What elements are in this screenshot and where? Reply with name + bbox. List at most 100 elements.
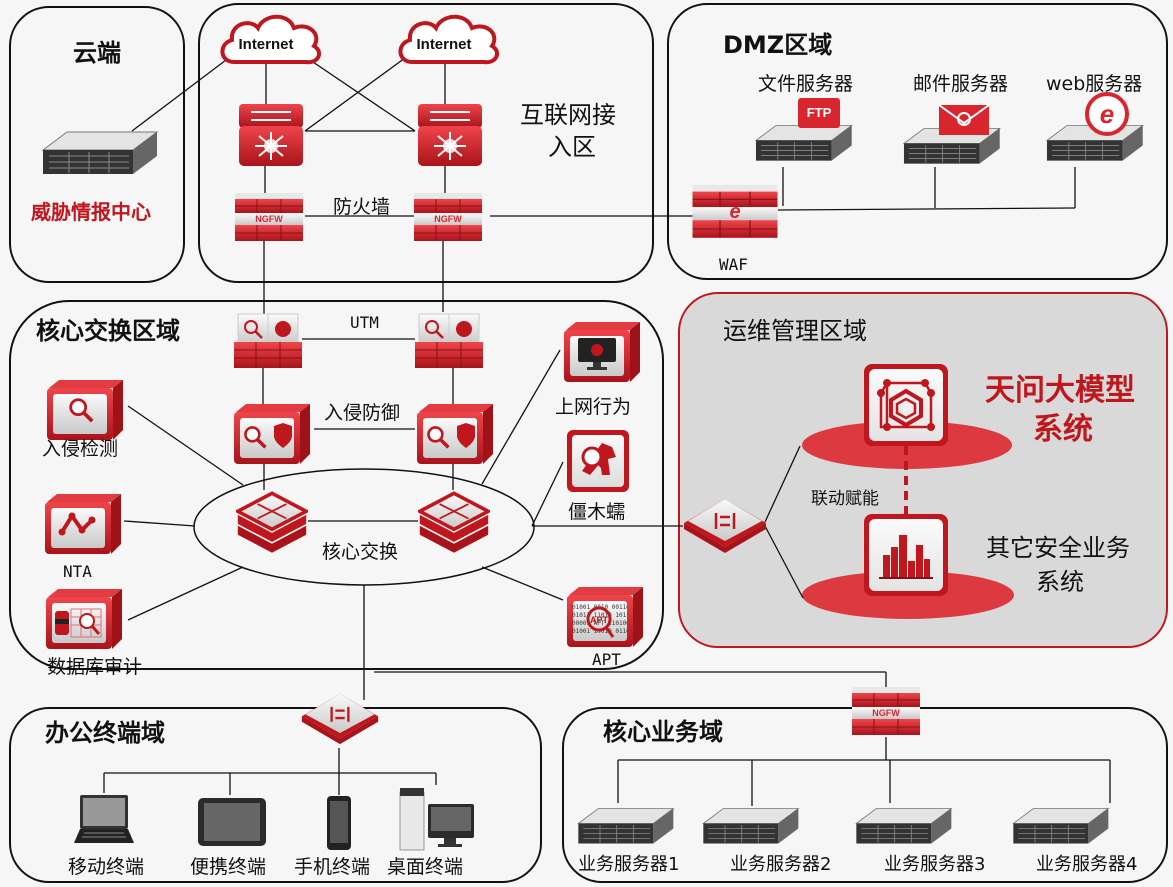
monitor-icon xyxy=(578,338,616,370)
db-audit-label: 数据库审计 xyxy=(47,656,143,678)
svg-text:e: e xyxy=(1100,99,1114,129)
other-security-icon xyxy=(864,514,948,596)
apt-label: APT xyxy=(592,650,621,669)
core-switch-icon-right xyxy=(418,490,490,556)
svg-text:01001 10010 0110: 01001 10010 0110 xyxy=(572,628,627,635)
terminal-label: 手机终端 xyxy=(294,856,371,878)
other-security-label-line2: 系统 xyxy=(1036,568,1084,596)
network-graph-icon xyxy=(58,512,96,536)
tianwen-llm-icon xyxy=(864,364,948,446)
zone-office-title: 办公终端域 xyxy=(45,719,165,747)
zone-core-business-title: 核心业务域 xyxy=(603,718,723,746)
shield-icon xyxy=(457,423,475,448)
trojan-horse-icon xyxy=(572,435,624,487)
ips-device-left xyxy=(232,402,312,466)
ips-device-right xyxy=(415,402,495,466)
nta-label: NTA xyxy=(63,562,92,581)
ops-switch-icon xyxy=(682,497,768,555)
ngfw-left: NGFW xyxy=(233,193,305,243)
threat-intel-center-label: 威胁情报中心 xyxy=(31,200,151,224)
ids-label: 入侵检测 xyxy=(42,438,119,460)
magnifier-icon xyxy=(242,424,268,450)
office-switch-icon xyxy=(300,690,380,748)
web-behavior-device xyxy=(560,320,644,384)
mail-envelope-icon xyxy=(938,104,990,135)
db-audit-device xyxy=(43,587,125,651)
business-server-icon xyxy=(853,805,953,847)
internet-label: Internet xyxy=(238,36,294,53)
ips-label: 入侵防御 xyxy=(324,402,401,424)
dmz-server-label: 文件服务器 xyxy=(758,73,854,95)
file-server-icon xyxy=(742,122,864,164)
nta-device xyxy=(42,492,124,556)
ngfw-text: NGFW xyxy=(872,708,900,718)
linkage-label: 联动赋能 xyxy=(811,489,879,509)
tablet-icon xyxy=(198,798,266,846)
svg-text:00001 APT 110100: 00001 APT 110100 xyxy=(572,620,627,627)
trojan-worm-label: 僵木蠕 xyxy=(568,501,626,523)
business-server-icon xyxy=(700,805,800,847)
business-server-label: 业务服务器2 xyxy=(730,854,832,875)
zone-cloud-title: 云端 xyxy=(73,39,121,67)
ngfw-text: NGFW xyxy=(255,214,283,224)
trojan-worm-device xyxy=(567,430,629,492)
ftp-folder-icon: FTP xyxy=(798,98,840,128)
waf-device: e xyxy=(690,185,780,240)
laptop-icon xyxy=(74,795,134,843)
ftp-text: FTP xyxy=(806,105,832,120)
magnifier-icon xyxy=(425,424,451,450)
zone-ops-title: 运维管理区域 xyxy=(723,317,867,345)
cube-network-icon xyxy=(877,379,935,431)
business-server-label: 业务服务器4 xyxy=(1036,854,1138,875)
terminal-label: 移动终端 xyxy=(68,856,145,878)
internet-cloud-right: Internet xyxy=(394,10,504,70)
shield-icon xyxy=(274,423,292,448)
internet-access-title-line2: 入区 xyxy=(548,133,596,161)
ngfw-text: NGFW xyxy=(434,214,462,224)
svg-text:APT: APT xyxy=(590,615,609,625)
dmz-server-label: web服务器 xyxy=(1046,73,1143,95)
waf-label: WAF xyxy=(719,255,748,274)
other-security-label-line1: 其它安全业务 xyxy=(986,534,1130,562)
ie-globe-icon: e xyxy=(1085,92,1129,136)
threat-intel-server-icon xyxy=(38,128,160,178)
zone-cloud xyxy=(9,6,185,283)
ngfw-right: NGFW xyxy=(412,193,484,243)
desktop-icon xyxy=(399,788,474,851)
zone-internet-access xyxy=(198,3,654,283)
internet-access-title-line1: 互联网接 xyxy=(520,101,616,129)
tianwen-llm-label-line1: 天问大模型 xyxy=(985,373,1135,408)
internet-label: Internet xyxy=(416,36,472,53)
utm-icon-left xyxy=(232,312,304,370)
dmz-server-label: 邮件服务器 xyxy=(913,73,1009,95)
utm-label: UTM xyxy=(350,313,379,332)
terminal-label: 便携终端 xyxy=(190,856,267,878)
router-icon-left xyxy=(237,102,307,168)
database-audit-icon xyxy=(55,608,102,638)
magnifier-icon xyxy=(67,396,95,424)
core-switch-ellipse xyxy=(193,468,535,586)
business-server-label: 业务服务器1 xyxy=(578,854,680,875)
zone-dmz xyxy=(667,3,1168,280)
utm-icon-right xyxy=(413,312,485,370)
router-icon-right xyxy=(416,102,486,168)
business-server-icon xyxy=(1010,805,1110,847)
tianwen-llm-label-line2: 系统 xyxy=(1033,412,1093,447)
business-server-label: 业务服务器3 xyxy=(884,854,986,875)
zone-office xyxy=(9,707,542,883)
phone-icon xyxy=(327,796,351,850)
zone-dmz-title: DMZ区域 xyxy=(723,31,833,59)
zone-core-switch xyxy=(9,300,664,670)
svg-text:01011 11010 1011: 01011 11010 1011 xyxy=(572,612,627,619)
business-server-icon xyxy=(575,805,675,847)
ids-device xyxy=(45,378,125,442)
business-ngfw: NGFW xyxy=(850,686,922,738)
firewall-label: 防火墙 xyxy=(333,196,391,218)
web-behavior-label: 上网行为 xyxy=(555,396,632,418)
terminal-label: 桌面终端 xyxy=(387,856,464,878)
ie-e-icon: e xyxy=(729,201,741,223)
zone-core-switch-title: 核心交换区域 xyxy=(36,317,180,345)
bar-chart-icon xyxy=(879,535,933,579)
